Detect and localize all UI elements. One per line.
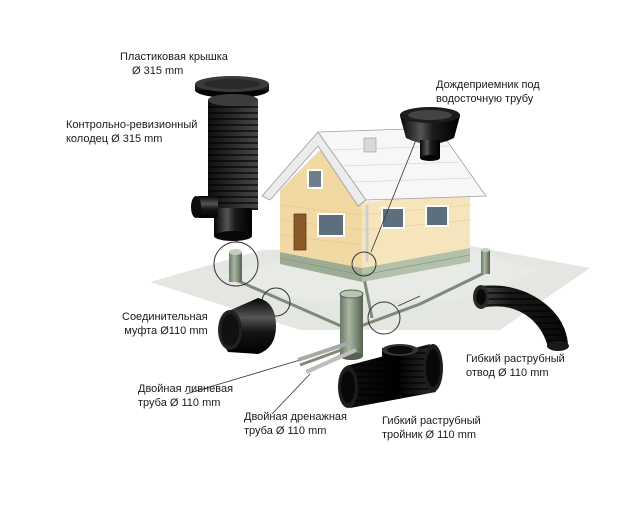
house [261,127,487,282]
rain-inlet [400,107,460,161]
label-storm-pipe-size: труба Ø 110 mm [138,397,221,409]
label-inspection-well-size: колодец Ø 315 mm [66,133,163,145]
label-coupling: Соединительная муфта Ø110 mm [122,310,208,338]
label-rain-inlet-line2: водосточную трубу [436,93,534,105]
inspection-riser-small [229,249,242,282]
label-flexible-bend: Гибкий раструбный отвод Ø 110 mm [466,352,565,380]
label-drain-pipe-name: Двойная дренажная [244,411,347,423]
label-inspection-well: Контрольно-ревизионный колодец Ø 315 mm [66,118,197,146]
label-flexible-tee-size: тройник Ø 110 mm [382,429,477,441]
label-flexible-tee: Гибкий раструбный тройник Ø 110 mm [382,414,481,442]
riser-right [481,248,490,274]
double-pipes [297,340,357,374]
label-flexible-bend-name: Гибкий раструбный [466,353,565,365]
label-drain-pipe: Двойная дренажная труба Ø 110 mm [244,410,347,438]
coupling [218,298,276,354]
central-shaft [339,289,364,360]
label-storm-pipe-name: Двойная ливневая [138,383,234,395]
flexible-tee [338,344,443,408]
label-flexible-tee-name: Гибкий раструбный [382,415,481,427]
label-inspection-well-name: Контрольно-ревизионный [66,119,198,131]
label-rain-inlet: Дождеприемник под водосточную трубу [436,78,540,106]
label-flexible-bend-size: отвод Ø 110 mm [466,367,549,379]
label-plastic-cover-name: Пластиковая крышка [120,51,228,63]
label-plastic-cover: Пластиковая крышка Ø 315 mm [120,50,228,78]
detail-circles [213,241,401,335]
plastic-cover [195,76,269,98]
label-coupling-size: муфта Ø110 mm [124,325,208,337]
flexible-bend [473,285,569,351]
label-storm-pipe: Двойная ливневая труба Ø 110 mm [138,382,233,410]
label-coupling-name: Соединительная [122,311,208,323]
label-drain-pipe-size: труба Ø 110 mm [244,425,327,437]
label-rain-inlet-line1: Дождеприемник под [436,79,540,91]
inspection-well [191,94,258,241]
label-plastic-cover-size: Ø 315 mm [132,65,184,77]
leader-lines [185,129,421,415]
